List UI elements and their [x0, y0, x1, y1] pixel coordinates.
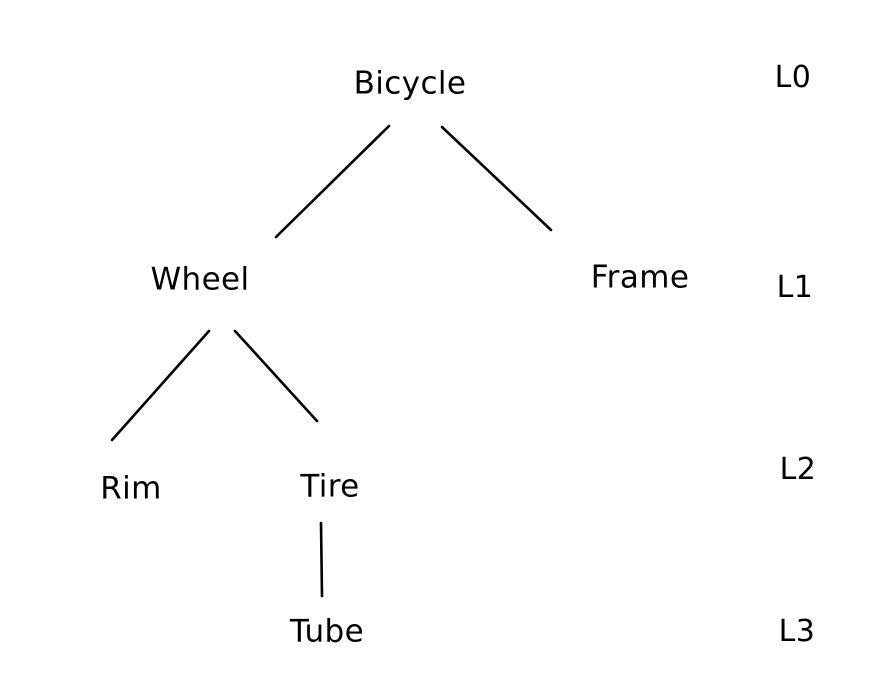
edge-bicycle-frame	[440, 125, 553, 232]
tree-node-tire[interactable]: Tire	[300, 468, 360, 505]
edge-wheel-tire	[233, 329, 319, 423]
edge-tire-tube	[319, 521, 324, 598]
tree-node-bicycle[interactable]: Bicycle	[353, 65, 467, 102]
level-label-l2: L2	[779, 452, 817, 487]
tree-node-rim[interactable]: Rim	[100, 470, 162, 507]
level-label-l1: L1	[776, 270, 814, 305]
level-label-l0: L0	[774, 60, 812, 95]
tree-node-tube[interactable]: Tube	[289, 613, 365, 650]
tree-node-wheel[interactable]: Wheel	[150, 261, 250, 298]
edge-bicycle-wheel	[274, 124, 391, 239]
level-label-l3: L3	[778, 614, 816, 649]
edge-wheel-rim	[110, 329, 211, 442]
tree-node-frame[interactable]: Frame	[590, 259, 690, 296]
